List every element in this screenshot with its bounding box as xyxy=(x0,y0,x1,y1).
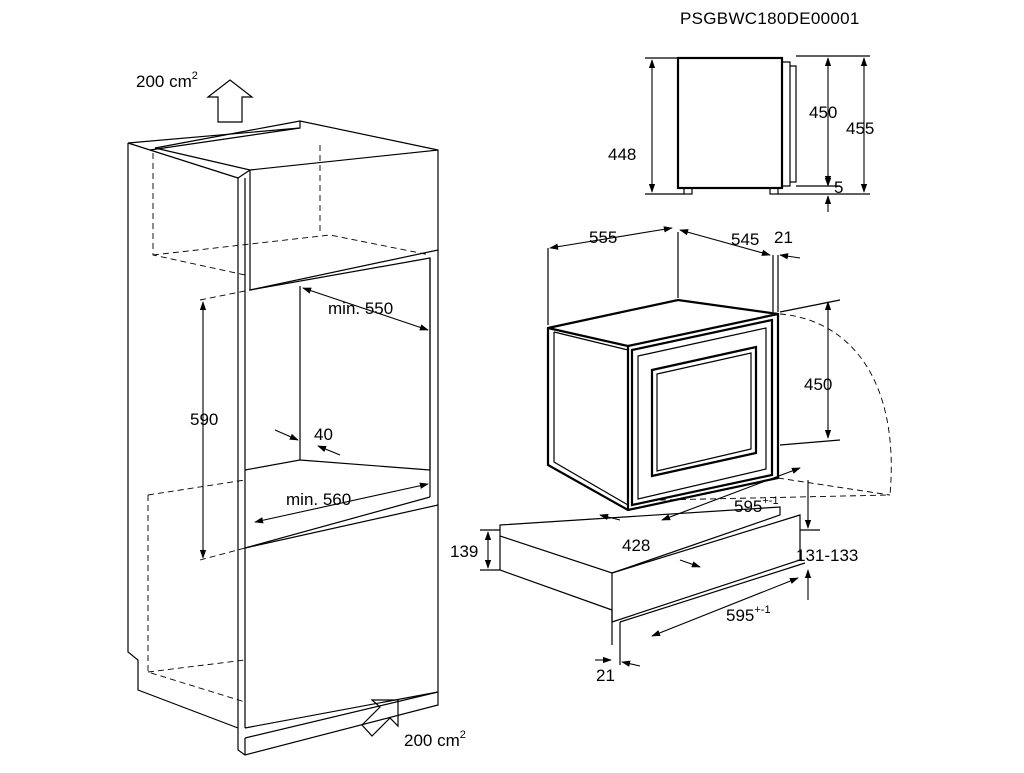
dim-595-lower: 595+-1 xyxy=(726,604,771,625)
dim-131-133: 131-133 xyxy=(796,546,858,565)
dim-40: 40 xyxy=(314,425,333,444)
dim-21-bottom: 21 xyxy=(596,666,615,685)
dim-428: 428 xyxy=(622,536,650,555)
dim-595-upper: 595+-1 xyxy=(734,495,779,516)
dim-21-top: 21 xyxy=(774,228,793,247)
dim-448: 448 xyxy=(608,145,636,164)
vent-top-label: 200 cm2 xyxy=(136,70,198,91)
dim-590: 590 xyxy=(190,410,218,429)
dim-450-front: 450 xyxy=(804,375,832,394)
vent-up-arrow-icon xyxy=(206,79,254,123)
dim-139: 139 xyxy=(450,542,478,561)
dim-450-side: 450 xyxy=(809,103,837,122)
dim-545: 545 xyxy=(731,230,759,249)
dim-5: 5 xyxy=(834,178,843,197)
drawing-code: PSGBWC180DE00001 xyxy=(680,9,860,28)
dim-min-550: min. 550 xyxy=(328,299,393,318)
dim-455: 455 xyxy=(846,119,874,138)
oven-isometric: 555 545 21 450 595+-1 428 139 131-133 59… xyxy=(450,226,892,685)
vent-in-arrow-icon xyxy=(361,699,399,737)
side-elevation: 448 450 455 5 xyxy=(608,55,874,212)
tall-cabinet: 200 cm2 200 cm2 min. 550 590 40 min. 560 xyxy=(127,70,466,756)
vent-bottom-label: 200 cm2 xyxy=(404,729,466,750)
dim-min-560: min. 560 xyxy=(286,490,351,509)
dim-555: 555 xyxy=(589,228,617,247)
